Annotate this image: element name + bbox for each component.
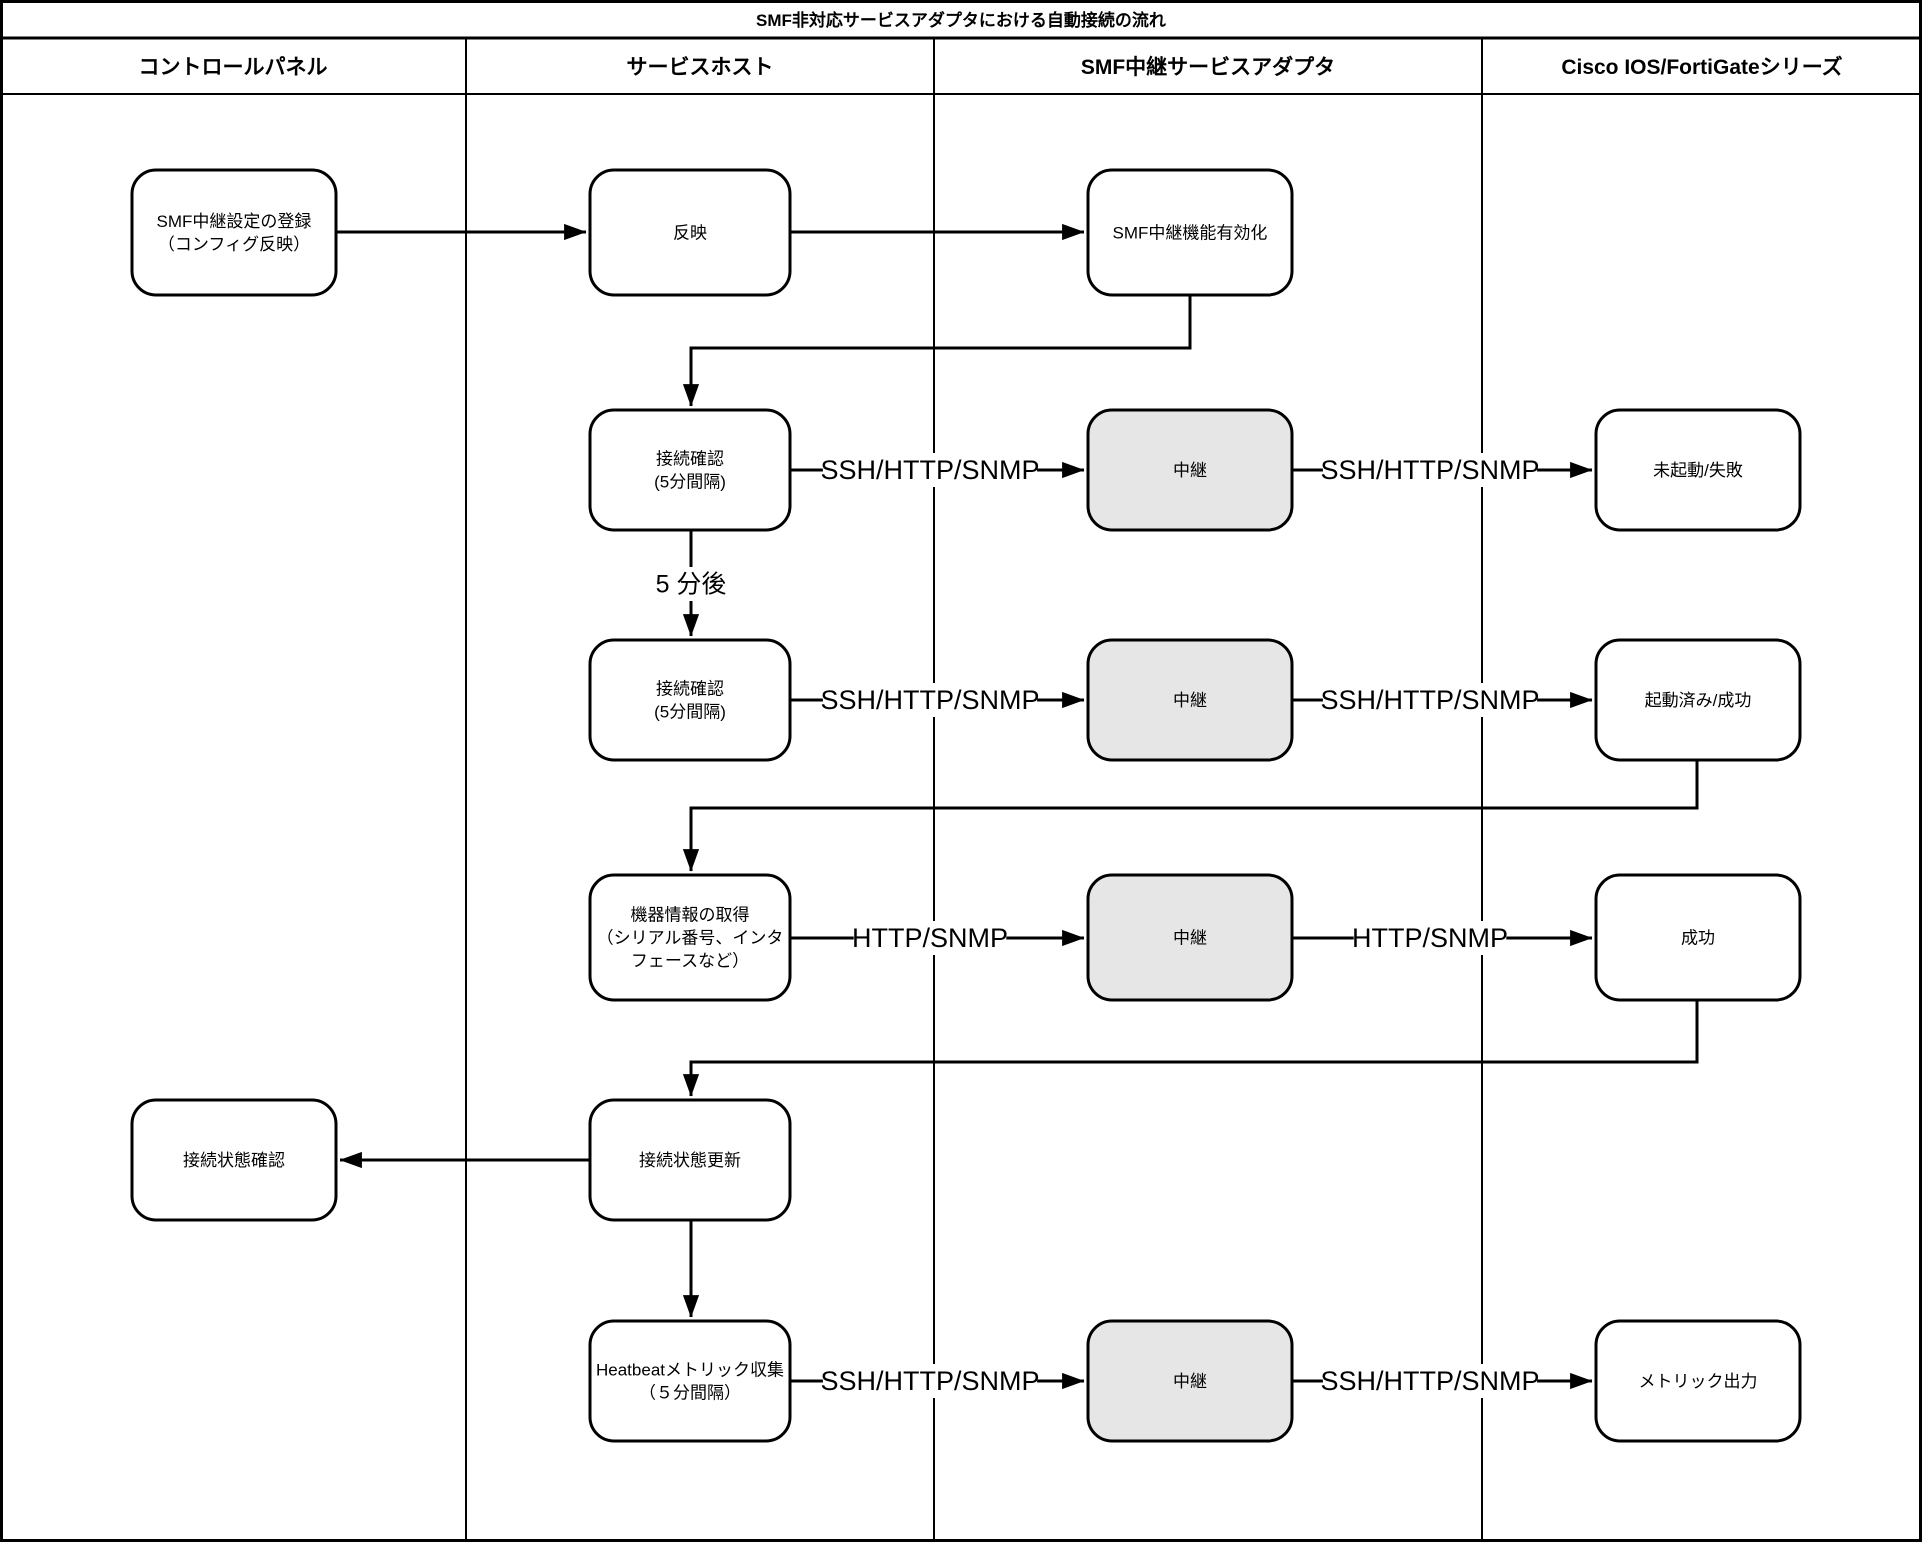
flow-node-status_update: 接続状態更新 (588, 1098, 792, 1222)
node-box-relay2 (1086, 638, 1294, 762)
node-label-success: 成功 (1681, 928, 1715, 947)
edge-success-status_update (682, 1000, 1699, 1097)
flow-node-success: 成功 (1594, 873, 1802, 1002)
flow-node-status_check: 接続状態確認 (130, 1098, 338, 1222)
edge-label: SSH/HTTP/SNMP (1320, 1366, 1539, 1396)
node-box-metrics (1594, 1319, 1802, 1443)
edge-relay2-success_boot: SSH/HTTP/SNMP (1292, 683, 1593, 717)
node-label-status_update: 接続状態更新 (639, 1151, 741, 1170)
edge-check1-relay1: SSH/HTTP/SNMP (790, 453, 1085, 487)
edge-success_boot-devinfo (682, 760, 1699, 872)
edge-enable-check1 (682, 295, 1192, 407)
node-label-enable: SMF中継機能有効化 (1113, 223, 1268, 242)
node-label-relay2: 中継 (1173, 691, 1207, 710)
edge-relay4-metrics: SSH/HTTP/SNMP (1292, 1364, 1593, 1398)
edge-check1-check2: 5 分後 (634, 530, 748, 637)
flow-node-relay2: 中継 (1086, 638, 1294, 762)
flow-node-heartbeat: Heatbeatメトリック収集（５分間隔） (588, 1319, 792, 1443)
node-box-devinfo (588, 873, 792, 1002)
flow-node-check2: 接続確認(5分間隔) (588, 638, 792, 762)
node-box-check1 (588, 408, 792, 532)
node-label-success_boot: 起動済み/成功 (1645, 691, 1752, 710)
node-label-fail: 未起動/失敗 (1653, 461, 1743, 480)
node-label-check2: 接続確認(5分間隔) (654, 679, 726, 721)
edge-label-background (1322, 453, 1538, 487)
edge-label: HTTP/SNMP (852, 923, 1008, 953)
node-box-heartbeat (588, 1319, 792, 1443)
flow-node-enable: SMF中継機能有効化 (1086, 168, 1294, 297)
node-label-devinfo: 機器情報の取得（シリアル番号、インタフェースなど） (597, 905, 784, 970)
edge-label: HTTP/SNMP (1352, 923, 1508, 953)
flow-node-apply: 反映 (588, 168, 792, 297)
flow-node-relay4: 中継 (1086, 1319, 1294, 1443)
edge-label-background (822, 1364, 1038, 1398)
edge-check2-relay2: SSH/HTTP/SNMP (790, 683, 1085, 717)
edge-label-background (634, 567, 748, 601)
node-label-relay1: 中継 (1173, 461, 1207, 480)
edge-relay3-success: HTTP/SNMP (1292, 921, 1593, 955)
node-box-success_boot (1594, 638, 1802, 762)
diagram-title: SMF非対応サービスアダプタにおける自動接続の流れ (756, 10, 1166, 30)
node-label-status_check: 接続状態確認 (183, 1151, 285, 1170)
flow-node-success_boot: 起動済み/成功 (1594, 638, 1802, 762)
edge-label: SSH/HTTP/SNMP (820, 1366, 1039, 1396)
edge-devinfo-relay3: HTTP/SNMP (790, 921, 1085, 955)
content-layer: SSH/HTTP/SNMP SSH/HTTP/SNMP 5 分後 SSH/HTTP/S… (130, 168, 1802, 1443)
edge-label: SSH/HTTP/SNMP (1320, 685, 1539, 715)
edge-label: SSH/HTTP/SNMP (820, 685, 1039, 715)
node-label-relay4: 中継 (1173, 1372, 1207, 1391)
node-box-success (1594, 873, 1802, 1002)
flow-node-fail: 未起動/失敗 (1594, 408, 1802, 532)
node-label-heartbeat: Heatbeatメトリック収集（５分間隔） (596, 1360, 784, 1402)
edge-label: SSH/HTTP/SNMP (820, 455, 1039, 485)
flow-node-register: SMF中継設定の登録（コンフィグ反映） (130, 168, 338, 297)
flow-node-check1: 接続確認(5分間隔) (588, 408, 792, 532)
node-box-register (130, 168, 338, 297)
node-box-status_check (130, 1098, 338, 1222)
flow-node-relay3: 中継 (1086, 873, 1294, 1002)
lane-header-smf-relay-adapter: SMF中継サービスアダプタ (1081, 55, 1335, 79)
node-box-check2 (588, 638, 792, 762)
edge-line (682, 295, 1192, 407)
edge-label: 5 分後 (656, 571, 727, 599)
node-box-relay1 (1086, 408, 1294, 532)
lane-header-cisco-fortigate: Cisco IOS/FortiGateシリーズ (1561, 55, 1842, 79)
edge-label-background (1322, 683, 1538, 717)
flow-node-metrics: メトリック出力 (1594, 1319, 1802, 1443)
edge-line (682, 1000, 1699, 1097)
edge-line (682, 760, 1699, 872)
edge-label-background (853, 921, 1007, 955)
lane-header-service-host: サービスホスト (627, 56, 774, 79)
node-label-register: SMF中継設定の登録（コンフィグ反映） (157, 212, 312, 254)
flow-node-devinfo: 機器情報の取得（シリアル番号、インタフェースなど） (588, 873, 792, 1002)
lane-header-control-panel: コントロールパネル (139, 56, 328, 79)
edge-heartbeat-relay4: SSH/HTTP/SNMP (790, 1364, 1085, 1398)
node-box-status_update (588, 1098, 792, 1222)
flow-node-relay1: 中継 (1086, 408, 1294, 532)
node-label-apply: 反映 (673, 223, 707, 242)
edge-label-background (822, 683, 1038, 717)
edge-label: SSH/HTTP/SNMP (1320, 455, 1539, 485)
node-box-relay4 (1086, 1319, 1294, 1443)
node-label-metrics: メトリック出力 (1639, 1372, 1758, 1391)
edge-label-background (1353, 921, 1507, 955)
edge-label-background (1322, 1364, 1538, 1398)
node-box-relay3 (1086, 873, 1294, 1002)
edge-label-background (822, 453, 1038, 487)
node-label-relay3: 中継 (1173, 928, 1207, 947)
node-box-apply (588, 168, 792, 297)
edge-relay1-fail: SSH/HTTP/SNMP (1292, 453, 1593, 487)
node-box-enable (1086, 168, 1294, 297)
node-box-fail (1594, 408, 1802, 532)
node-label-check1: 接続確認(5分間隔) (654, 449, 726, 491)
